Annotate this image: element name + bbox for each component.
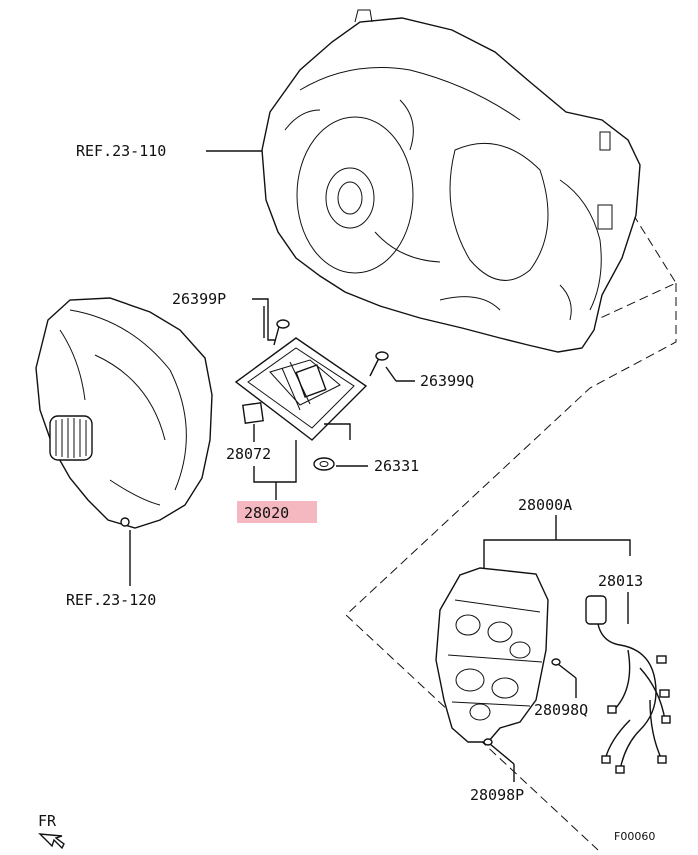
fr-label: FR xyxy=(38,812,57,830)
callout-28020-highlight xyxy=(237,501,317,523)
bolt-28098p xyxy=(483,738,515,765)
bolt-28098q xyxy=(551,658,577,679)
callout-28098q: 28098Q xyxy=(534,701,588,719)
dashed-guide-valve-body xyxy=(345,283,677,851)
leader-lines xyxy=(129,150,631,782)
transfer-housing xyxy=(35,297,213,529)
callout-26399p: 26399P xyxy=(172,290,226,308)
callout-26399q: 26399Q xyxy=(420,372,474,390)
callout-28072: 28072 xyxy=(226,445,271,463)
transmission-case xyxy=(261,9,641,353)
callout-28020: 28020 xyxy=(244,504,289,522)
front-direction-marker: FR xyxy=(38,812,65,850)
figure-code: F00060 xyxy=(614,830,655,843)
bolt-26399p xyxy=(273,319,290,346)
callout-28013: 28013 xyxy=(598,572,643,590)
fr-arrow-icon xyxy=(38,833,65,850)
callout-ref-23-120: REF.23-120 xyxy=(66,591,156,609)
strainer-gasket xyxy=(242,402,264,424)
callout-ref-23-110: REF.23-110 xyxy=(76,142,166,160)
callout-26331: 26331 xyxy=(374,457,419,475)
valve-body xyxy=(435,567,549,743)
bolt-26399q xyxy=(369,351,389,377)
oil-strainer xyxy=(234,337,368,441)
washer-26331 xyxy=(313,457,335,471)
callout-28000a: 28000A xyxy=(518,496,572,514)
wire-harness xyxy=(585,595,671,774)
callout-28098p: 28098P xyxy=(470,786,524,804)
